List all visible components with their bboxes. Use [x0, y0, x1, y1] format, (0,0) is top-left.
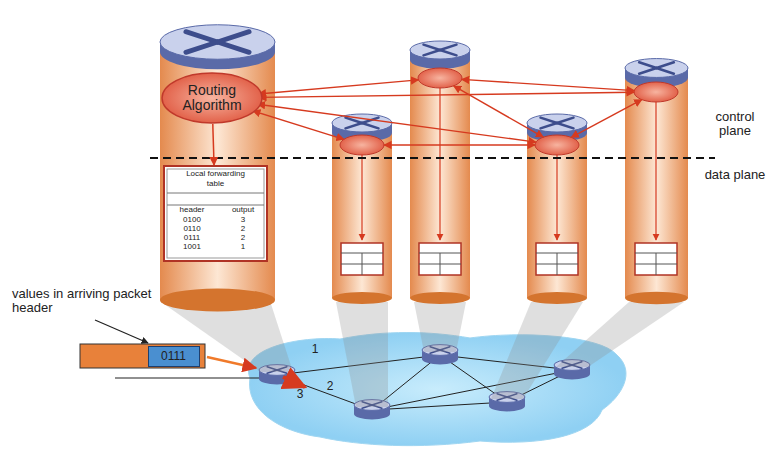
router-icon [160, 25, 275, 70]
control-agent [340, 135, 384, 155]
callout-text: values in arriving packet header [12, 287, 192, 316]
connector-arrow [213, 124, 214, 165]
control-arrow [384, 144, 535, 145]
projection-cone [491, 302, 583, 399]
control-arrow [462, 79, 634, 90]
control-arrow [571, 100, 642, 138]
small-table [341, 243, 383, 275]
control-agent [634, 82, 678, 102]
table-cell: 0110 [172, 225, 212, 234]
local-agents [340, 68, 678, 275]
control-arrow [259, 92, 634, 97]
control-arrow [258, 104, 536, 142]
control-messages [253, 79, 642, 145]
plane-label: control plane [700, 110, 770, 139]
control-arrow [253, 111, 344, 140]
table-cell: 0100 [172, 216, 212, 225]
projection-cones [164, 302, 684, 407]
packet-arrow [207, 357, 256, 368]
table-cell: output [223, 206, 263, 215]
control-agent [535, 135, 579, 155]
node-text: Routing Algorithm [172, 83, 252, 114]
router-cylinder [160, 25, 275, 312]
port-number: 2 [324, 380, 336, 393]
small-table [419, 243, 461, 275]
node-text: Local forwarding table [177, 169, 255, 188]
projection-cone [556, 302, 684, 367]
forward-arrow [283, 377, 305, 387]
router-icon [410, 41, 470, 69]
router-cylinder [527, 114, 587, 304]
control-agent [418, 68, 462, 88]
table-cell: 2 [223, 225, 263, 234]
router-cylinder [332, 114, 392, 304]
link-line [372, 370, 572, 410]
host-link [115, 377, 262, 378]
plane-label: data plane [700, 168, 770, 182]
table-cell: 1001 [172, 243, 212, 252]
projection-cone [336, 302, 388, 407]
install-arrow [556, 155, 557, 240]
port-number: 3 [294, 388, 306, 401]
table-cell: 0111 [172, 234, 212, 243]
plane-separator [150, 157, 715, 159]
table-cell: 1 [223, 243, 263, 252]
packet-bar [80, 344, 205, 368]
header-field: 0111 [148, 346, 200, 367]
projection-cone [414, 302, 466, 352]
small-table [635, 243, 677, 275]
table-cell: header [172, 206, 212, 215]
routing-algorithm: Routing Algorithm [161, 72, 263, 124]
router-cylinder [625, 59, 688, 305]
table-cell: 2 [223, 234, 263, 243]
small-table [536, 243, 578, 275]
router-cylinders [160, 25, 688, 312]
install-arrow [655, 102, 656, 240]
install-arrow [439, 88, 440, 240]
node-text: 0111 [152, 350, 196, 363]
leader-line [95, 320, 148, 343]
router-cylinder [410, 41, 470, 304]
table-cell: 3 [223, 216, 263, 225]
control-arrow [258, 80, 418, 94]
port-number: 1 [309, 343, 321, 356]
control-arrow [454, 86, 544, 137]
install-arrow [361, 155, 362, 240]
